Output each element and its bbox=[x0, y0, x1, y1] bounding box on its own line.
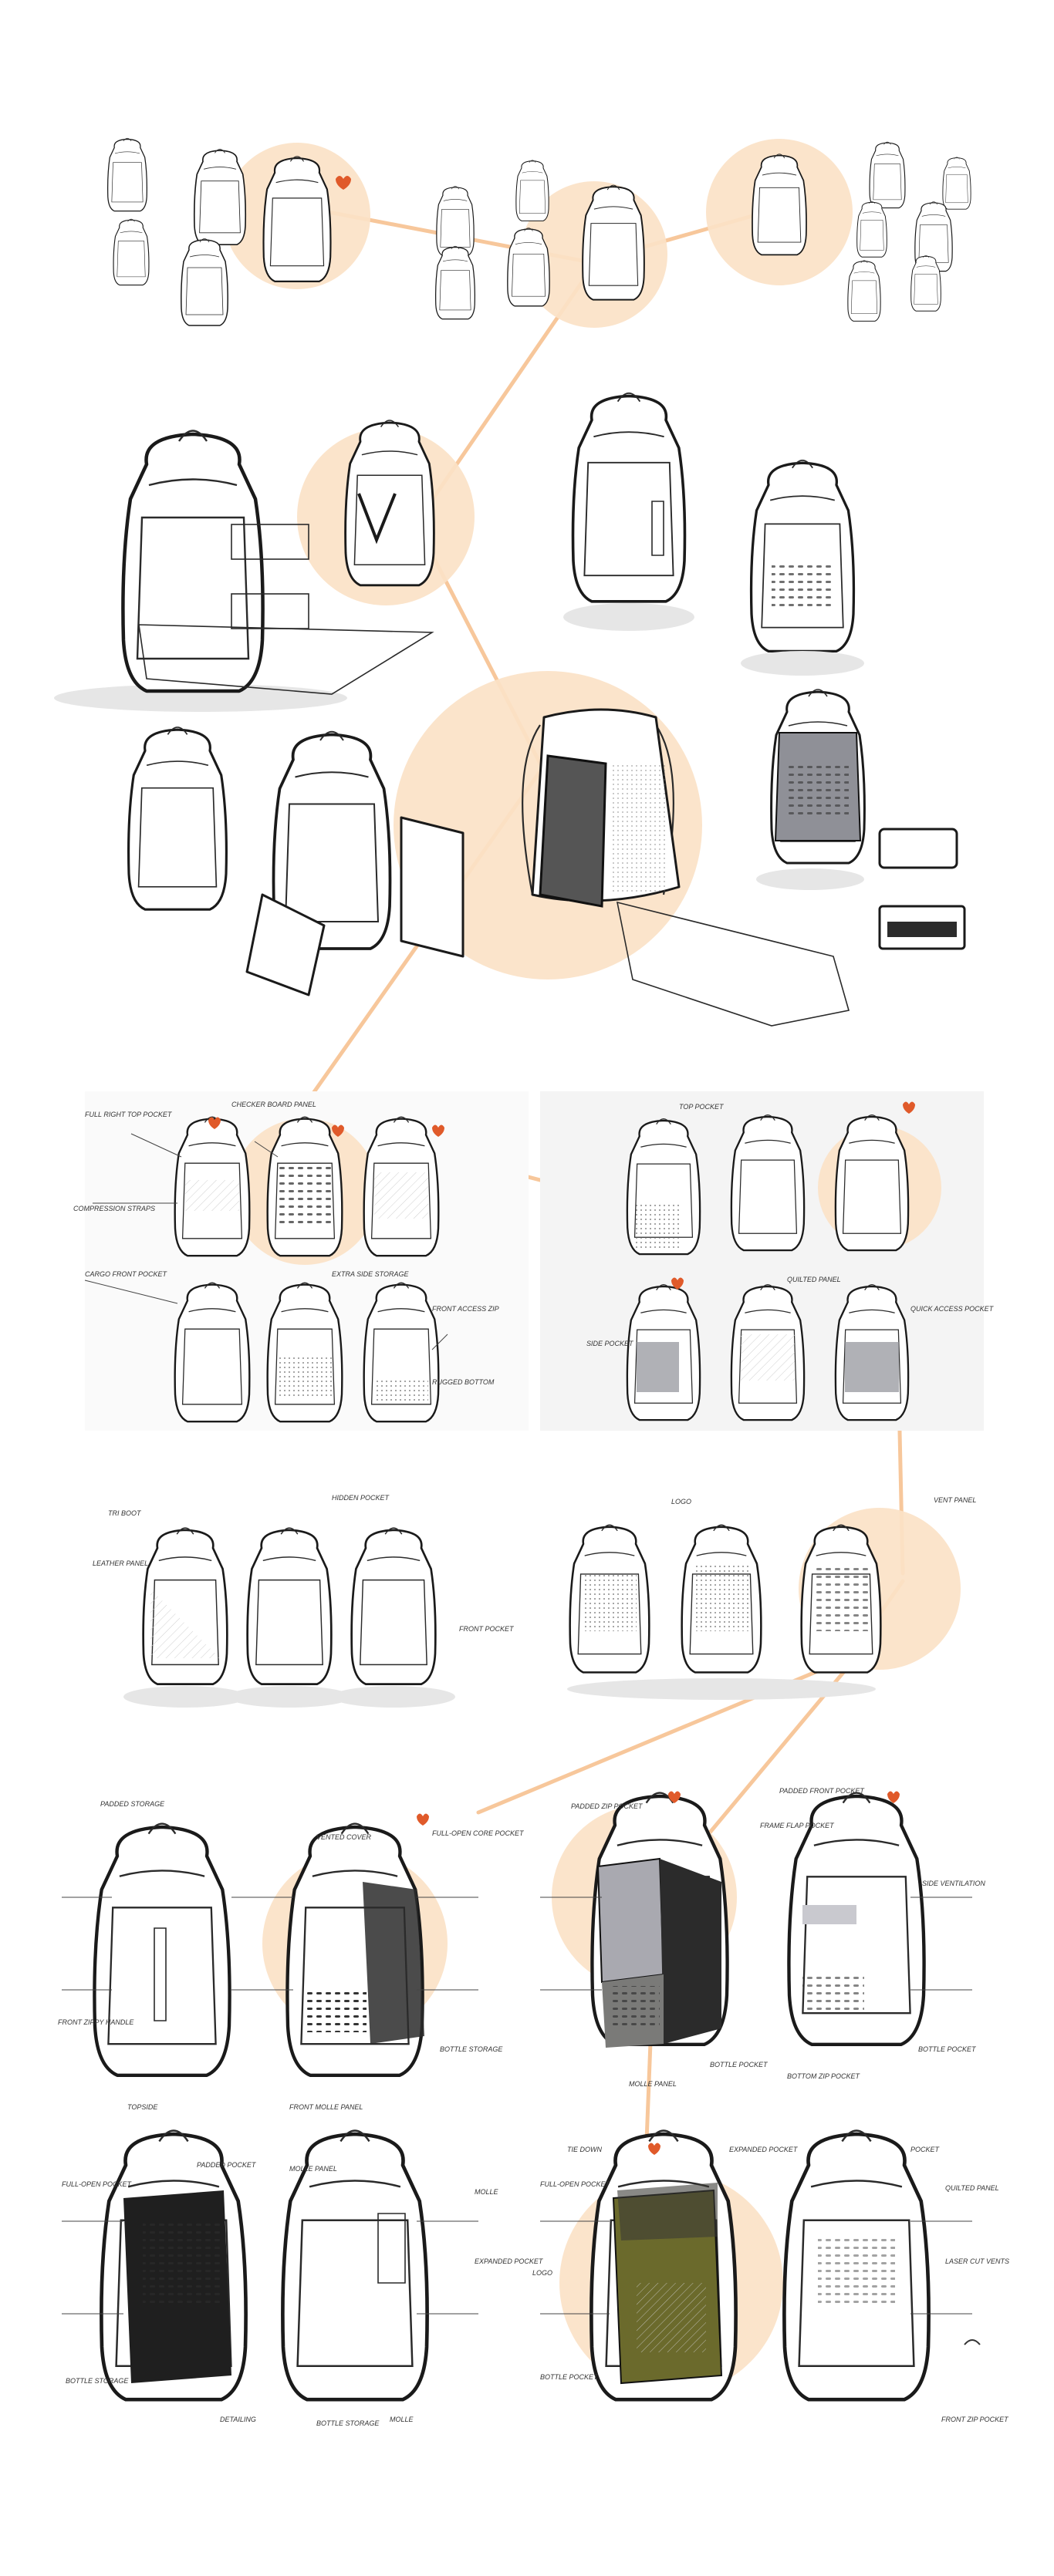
callout-label: FRONT MOLLE PANEL bbox=[289, 2103, 363, 2111]
callout-label: FULL-OPEN POCKET bbox=[62, 2180, 133, 2188]
callout-label: PADDED STORAGE bbox=[100, 1800, 165, 1808]
callout-label: CARGO FRONT POCKET bbox=[85, 1270, 168, 1278]
callout-label: POCKET bbox=[910, 2146, 941, 2153]
callout-label: TOPSIDE bbox=[127, 2103, 158, 2111]
callout-label: RUGGED BOTTOM bbox=[432, 1378, 495, 1386]
callout-label: QUILTED PANEL bbox=[945, 2184, 999, 2192]
callout-label: MOLLE PANEL bbox=[289, 2165, 337, 2173]
callout-label: EXPANDED POCKET bbox=[729, 2146, 799, 2153]
callout-label: BOTTLE STORAGE bbox=[66, 2377, 129, 2385]
callout-label: BOTTLE POCKET bbox=[710, 2061, 769, 2069]
callout-label: FRONT ACCESS ZIP bbox=[432, 1305, 499, 1313]
callout-label: MOLLE bbox=[475, 2188, 499, 2196]
callout-label: COMPRESSION STRAPS bbox=[73, 1205, 155, 1212]
callout-label: PADDED FRONT POCKET bbox=[779, 1787, 865, 1795]
callout-label: EXPANDED POCKET bbox=[475, 2257, 544, 2265]
callout-label: LOGO bbox=[671, 1498, 691, 1505]
callout-label: QUICK ACCESS POCKET bbox=[910, 1305, 995, 1313]
row-4-panel-left bbox=[85, 1091, 529, 1431]
callout-label: BOTTLE POCKET bbox=[540, 2373, 599, 2381]
callout-label: FRAME FLAP POCKET bbox=[760, 1822, 835, 1829]
row-5-callout-labels: TRI BOOT LEATHER PANEL HIDDEN POCKET FRO… bbox=[93, 1494, 976, 1633]
callout-label: FULL-OPEN POCKET bbox=[540, 2180, 611, 2188]
callout-label: MOLLE bbox=[390, 2416, 414, 2423]
callout-label: DETAILING bbox=[220, 2416, 256, 2423]
row-2-sketches bbox=[54, 391, 864, 712]
callout-label: BOTTLE STORAGE bbox=[440, 2045, 503, 2053]
callout-label: LASER CUT VENTS bbox=[945, 2257, 1009, 2265]
callout-label: EXTRA SIDE STORAGE bbox=[332, 1270, 410, 1278]
row-5-sketches bbox=[123, 1508, 961, 1708]
callout-label: MOLLE PANEL bbox=[629, 2080, 677, 2088]
callout-label: HIDDEN POCKET bbox=[332, 1494, 390, 1502]
callout-label: VENT PANEL bbox=[934, 1496, 976, 1504]
callout-label: TRI BOOT bbox=[108, 1509, 142, 1517]
callout-label: BOTTOM ZIP POCKET bbox=[787, 2072, 861, 2080]
callout-label: FULL RIGHT TOP POCKET bbox=[85, 1111, 173, 1118]
callout-leaders bbox=[62, 1133, 972, 2315]
callout-label: TIE DOWN bbox=[567, 2146, 602, 2153]
row-4-panel-right bbox=[540, 1091, 984, 1431]
callout-label: CHECKER BOARD PANEL bbox=[231, 1101, 316, 1108]
callout-label: PADDED ZIP POCKET bbox=[571, 1802, 644, 1810]
callout-label: FULL-OPEN CORE POCKET bbox=[432, 1829, 525, 1837]
callout-label: BOTTLE POCKET bbox=[918, 2045, 977, 2053]
callout-label: FRONT ZIPPY HANDLE bbox=[58, 2018, 134, 2026]
row-6-renderings bbox=[94, 1792, 924, 2075]
row-7-renderings bbox=[101, 2130, 981, 2399]
callout-label: SIDE VENTILATION bbox=[922, 1880, 985, 1887]
callout-label: BOTTLE STORAGE bbox=[316, 2419, 380, 2427]
row-7-callout-labels: FULL-OPEN POCKET PADDED POCKET BOTTLE ST… bbox=[62, 2146, 1009, 2427]
callout-label: SIDE POCKET bbox=[586, 1340, 634, 1347]
callout-label: FRONT ZIP POCKET bbox=[941, 2416, 1009, 2423]
callout-label: LEATHER PANEL bbox=[93, 1559, 148, 1567]
callout-label: TOP POCKET bbox=[679, 1103, 725, 1111]
callout-label: QUILTED PANEL bbox=[787, 1276, 841, 1283]
callout-label: LOGO bbox=[532, 2269, 552, 2277]
row-1-thumbnails bbox=[107, 137, 971, 328]
row-6-callout-labels: PADDED STORAGE FRONT ZIPPY HANDLE TOPSID… bbox=[58, 1787, 985, 2111]
callout-label: VENTED COVER bbox=[316, 1833, 372, 1841]
callout-label: PADDED POCKET bbox=[197, 2161, 257, 2169]
callout-label: FRONT POCKET bbox=[459, 1625, 515, 1633]
row-3-sketches bbox=[127, 671, 966, 1027]
row-4-callout-labels: FULL RIGHT TOP POCKET COMPRESSION STRAPS… bbox=[73, 1101, 995, 1386]
